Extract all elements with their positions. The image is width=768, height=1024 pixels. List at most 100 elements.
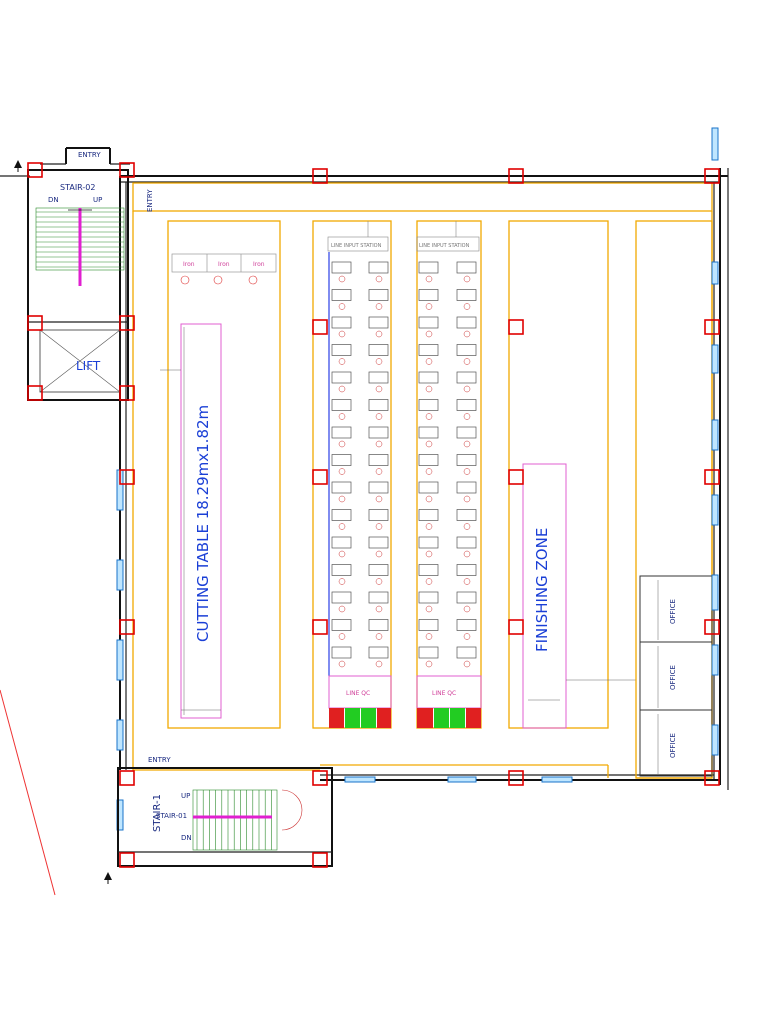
window	[711, 574, 719, 611]
operator-seat	[375, 358, 383, 365]
operator-seat	[425, 330, 433, 338]
sewing-machine	[331, 371, 352, 384]
operator-seat	[425, 468, 433, 475]
operator-seat	[463, 385, 471, 393]
window	[116, 639, 124, 681]
stair-02-label: STAIR-02	[60, 183, 95, 192]
sewing-machine	[418, 564, 439, 576]
stair-1-label: STAIR-1	[152, 794, 163, 832]
stair-02-dn-label: DN	[48, 196, 59, 204]
operator-seat	[425, 358, 433, 365]
finishing-zone: FINISHING ZONE	[508, 220, 636, 729]
column	[119, 770, 135, 786]
operator-seat	[375, 330, 383, 338]
sewing-machine	[331, 481, 352, 494]
operator-seat	[338, 550, 346, 558]
window	[116, 559, 124, 591]
sewing-machine	[418, 371, 439, 384]
column	[508, 619, 524, 635]
operator-seat	[425, 660, 433, 668]
operator-seat	[338, 660, 346, 668]
sewing-machine	[418, 399, 439, 411]
line-qc-label: LINE QC	[432, 690, 456, 697]
operator-seat	[425, 633, 433, 640]
operator-seat	[463, 303, 471, 310]
column	[704, 469, 720, 485]
operator-seat	[463, 413, 471, 420]
window	[711, 494, 719, 526]
column	[119, 162, 135, 178]
sewing-machine	[418, 536, 439, 549]
sewing-machine	[368, 619, 389, 631]
sewing-machine	[368, 564, 389, 576]
sewing-machine	[331, 344, 352, 356]
sewing-machine	[368, 371, 389, 384]
sewing-machine	[368, 426, 389, 439]
sewing-machine	[331, 316, 352, 329]
window	[711, 344, 719, 374]
operator-seat	[425, 440, 433, 448]
sewing-machine	[418, 454, 439, 466]
operator-seat	[463, 330, 471, 338]
sewing-machine	[331, 261, 352, 274]
operator-seat	[463, 660, 471, 668]
cutting-table	[180, 323, 222, 719]
operator-seat	[425, 523, 433, 530]
operator-seat	[463, 275, 471, 283]
sewing-machine	[368, 289, 389, 301]
window	[711, 127, 719, 161]
operator-seat	[463, 605, 471, 613]
column	[312, 852, 328, 868]
column	[119, 469, 135, 485]
sewing-machine	[418, 316, 439, 329]
sewing-machine	[418, 289, 439, 301]
operator-seat	[425, 303, 433, 310]
office-label: OFFICE	[669, 733, 677, 758]
sewing-machine	[418, 509, 439, 521]
operator-seat	[425, 495, 433, 503]
entry-label: ENTRY	[78, 151, 101, 159]
line-input-station-label: LINE INPUT STATION	[419, 243, 470, 249]
operator-seat	[425, 550, 433, 558]
stair-1-up-label: UP	[181, 792, 190, 800]
operator-seat	[463, 578, 471, 585]
sewing-machine	[368, 509, 389, 521]
sewing-machine	[331, 564, 352, 576]
sewing-machine	[456, 261, 477, 274]
sewing-machine	[368, 481, 389, 494]
operator-seat	[338, 578, 346, 585]
sewing-machine	[418, 646, 439, 659]
production-line-1: LINE INPUT STATION LINE QC	[312, 220, 392, 729]
stair-02-up-label: UP	[93, 196, 102, 204]
operator-seat	[463, 550, 471, 558]
stair-1-dn-label: DN	[181, 834, 192, 842]
operator-seat	[338, 605, 346, 613]
sewing-machine	[331, 289, 352, 301]
sewing-machine	[456, 454, 477, 466]
operator-seat	[375, 413, 383, 420]
sewing-machine	[418, 591, 439, 604]
sewing-machine	[368, 261, 389, 274]
sewing-machine	[368, 536, 389, 549]
cutting-zone: Iron Iron Iron CUTTING TABLE 18.29mx1.82…	[160, 220, 281, 729]
sewing-machine	[368, 399, 389, 411]
window	[541, 776, 573, 783]
window	[711, 261, 719, 285]
operator-seat	[375, 468, 383, 475]
stair-02-core: ENTRY STAIR-02 DN UP ENTRY LIFT	[27, 147, 154, 401]
stair-01-label: STAIR-01	[156, 812, 187, 820]
operator-seat	[375, 303, 383, 310]
column	[704, 168, 720, 184]
sewing-machine	[331, 619, 352, 631]
north-arrow-icon	[14, 160, 22, 172]
sewing-machine	[456, 289, 477, 301]
windows	[116, 127, 719, 831]
operator-seat	[338, 303, 346, 310]
window	[711, 419, 719, 451]
operator-seat	[463, 495, 471, 503]
operator-seat	[463, 358, 471, 365]
sewing-machine	[456, 619, 477, 631]
sewing-machine	[456, 316, 477, 329]
column	[119, 385, 135, 401]
column	[119, 315, 135, 331]
